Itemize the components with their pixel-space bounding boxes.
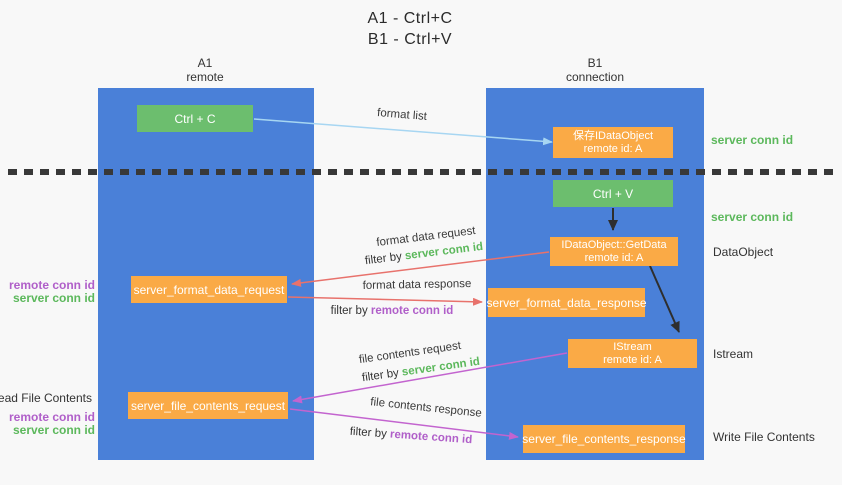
lifeline-b1-role: connection: [565, 70, 625, 84]
format-data-request-arrow: [291, 251, 550, 287]
server-conn-id-label-left2: server conn id: [12, 423, 95, 437]
server-format-data-response-node: server_format_data_response: [486, 288, 647, 317]
dataobject-label: DataObject: [713, 245, 774, 259]
ctrl-v-node: Ctrl + V: [553, 180, 673, 207]
save-dataobject-line2: remote id: A: [583, 142, 643, 155]
lifeline-a1-name: A1: [197, 56, 213, 70]
lifeline-header-b1: B1 connection: [535, 56, 655, 84]
ctrl-c-node: Ctrl + C: [137, 105, 253, 132]
getdata-node: IDataObject::GetData remote id: A: [550, 237, 678, 266]
getdata-to-istream-arrow: [649, 265, 680, 333]
file-contents-request-arrow: [292, 352, 568, 404]
remote-conn-id-inline-1: remote conn id: [370, 305, 454, 317]
istream-line1: IStream: [613, 340, 652, 353]
istream-line2: remote id: A: [603, 353, 662, 366]
server-file-contents-request-node: server_file_contents_request: [128, 392, 288, 419]
diagram-title: A1 - Ctrl+C B1 - Ctrl+V: [320, 8, 500, 50]
title-line-1: A1 - Ctrl+C: [367, 10, 453, 27]
save-dataobject-line1: 保存IDataObject: [572, 129, 654, 142]
format-data-response-filter-label: filter by remote conn id: [327, 305, 457, 317]
remote-conn-id-label-left1: remote conn id: [8, 278, 95, 292]
server-conn-id-label-top: server conn id: [711, 133, 794, 147]
filter-by-text-2: filter by: [330, 305, 371, 317]
lifeline-header-a1: A1 remote: [145, 56, 265, 84]
remote-conn-id-label-left2: remote conn id: [8, 410, 95, 424]
getdata-line1: IDataObject::GetData: [561, 238, 667, 251]
server-file-contents-response-node: server_file_contents_response: [522, 425, 686, 453]
lifeline-b1-name: B1: [587, 56, 603, 70]
format-list-arrow: [253, 118, 553, 146]
file-contents-response-arrow: [289, 408, 519, 440]
istream-label: Istream: [713, 347, 754, 361]
format-data-response-arrow: [287, 296, 483, 306]
format-data-response-label: format data response: [362, 278, 472, 292]
server-conn-id-label-left1: server conn id: [12, 291, 95, 305]
save-dataobject-node: 保存IDataObject remote id: A: [553, 127, 673, 158]
read-file-contents-label: Read File Contents: [0, 391, 92, 405]
title-line-2: B1 - Ctrl+V: [367, 31, 453, 48]
istream-node: IStream remote id: A: [568, 339, 697, 368]
server-conn-id-label-mid: server conn id: [711, 210, 794, 224]
server-format-data-request-node: server_format_data_request: [131, 276, 287, 303]
lifeline-a1-role: remote: [186, 70, 224, 84]
write-file-contents-label: Write File Contents: [713, 430, 815, 444]
getdata-line2: remote id: A: [584, 251, 644, 264]
